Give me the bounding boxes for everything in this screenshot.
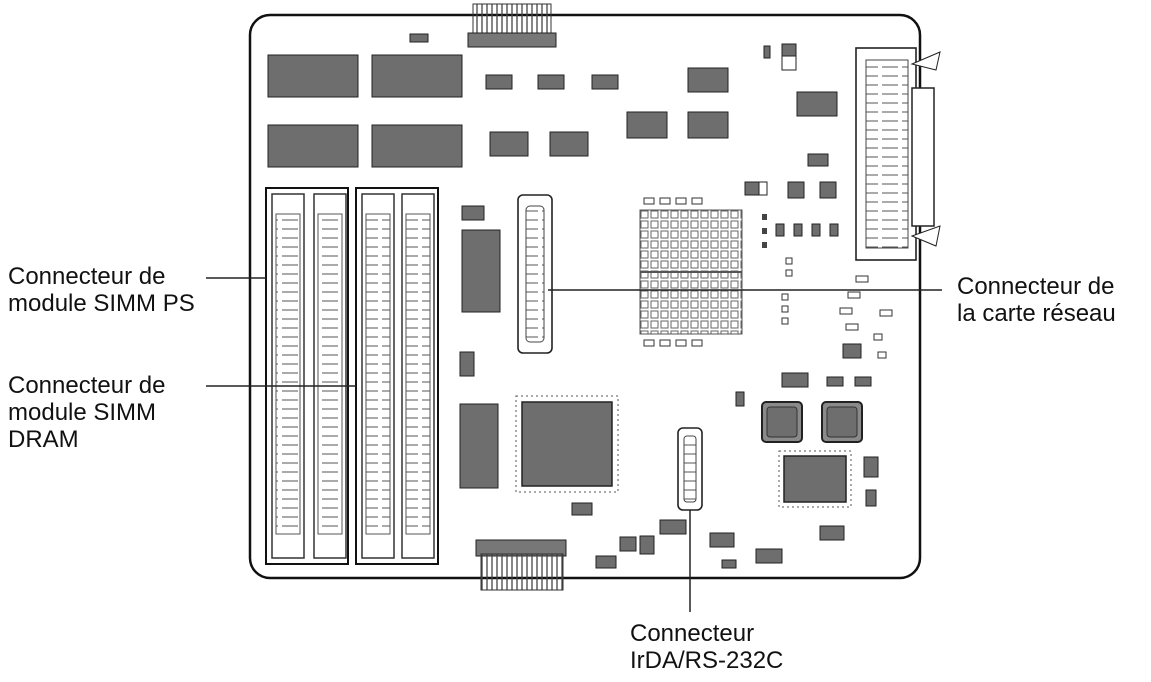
label-irda-connector: Connecteur IrDA/RS-232C: [630, 620, 783, 674]
bottom-ribbon-connector: [475, 539, 567, 591]
label-line: Connecteur de: [8, 372, 166, 399]
label-line: Connecteur: [630, 620, 755, 647]
passive-components: [762, 214, 893, 359]
label-simm-ps-connector: Connecteur de module SIMM PS: [8, 263, 195, 317]
label-line: IrDA/RS-232C: [630, 647, 784, 674]
memory-chips: [267, 33, 463, 168]
top-ribbon-connector: [467, 3, 557, 48]
secondary-chip: [778, 450, 852, 508]
irda-connector: [677, 427, 703, 511]
network-card-connector: [517, 194, 553, 354]
simm-ps-slots: [265, 187, 349, 565]
label-simm-dram-connector: Connecteur de module SIMM DRAM: [8, 372, 165, 453]
parallel-port: [855, 47, 941, 261]
label-line: DRAM: [8, 426, 79, 453]
label-line: la carte réseau: [957, 300, 1116, 327]
label-network-card-connector: Connecteur de la carte réseau: [957, 273, 1116, 327]
label-line: Connecteur de: [957, 273, 1115, 300]
label-line: module SIMM PS: [8, 290, 195, 317]
square-components: [761, 401, 863, 443]
small-chips: [459, 43, 879, 569]
label-line: Connecteur de: [8, 263, 166, 290]
main-processor-chip: [515, 395, 619, 493]
simm-dram-slots: [355, 187, 439, 565]
label-line: module SIMM: [8, 399, 157, 426]
leader-lines: [206, 277, 942, 612]
grid-socket: [639, 197, 743, 347]
